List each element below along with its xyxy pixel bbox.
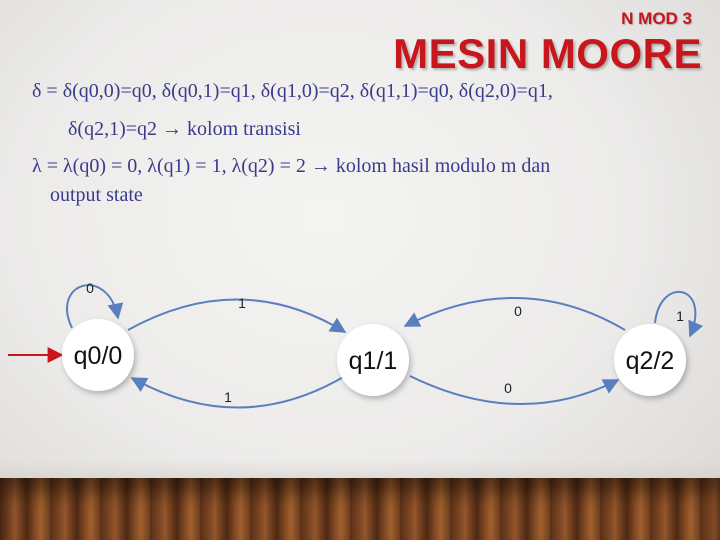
edge-q2-q2 — [654, 290, 704, 338]
delta-definition-line-1: δ = δ(q0,0)=q0, δ(q0,1)=q1, δ(q1,0)=q2, … — [32, 80, 553, 102]
edge-label-q2-q1: 0 — [514, 303, 522, 319]
state-q0-label: q0/0 — [74, 342, 123, 370]
lambda-definition-line-1: λ = λ(q0) = 0, λ(q1) = 1, λ(q2) = 2 → ko… — [32, 155, 551, 177]
state-q2-circle — [614, 324, 686, 396]
edge-q0-q0 — [66, 284, 124, 329]
edge-label-q1-q2: 0 — [504, 380, 512, 396]
state-q0-circle — [62, 319, 134, 391]
wood-floor — [0, 478, 720, 540]
edge-label-q1-q0: 1 — [224, 389, 232, 405]
edge-label-q0-q1: 1 — [238, 295, 246, 311]
slide-title: MESIN MOORE — [393, 30, 702, 77]
edge-q1-q0 — [130, 375, 346, 409]
edge-label-q2-q2: 1 — [676, 308, 684, 324]
edge-q0-q1 — [127, 298, 347, 333]
state-q2-label: q2/2 — [626, 347, 675, 375]
lambda-definition-line-2: output state — [50, 184, 143, 206]
state-q1-circle — [337, 324, 409, 396]
edge-label-q0-q0: 0 — [86, 280, 94, 296]
delta-definition-line-2: δ(q2,1)=q2 → kolom transisi — [68, 118, 301, 140]
edge-q1-q2 — [409, 375, 620, 406]
state-q1-label: q1/1 — [349, 347, 398, 375]
edge-q2-q1 — [403, 297, 626, 331]
slide-subtitle: N MOD 3 — [621, 9, 692, 28]
